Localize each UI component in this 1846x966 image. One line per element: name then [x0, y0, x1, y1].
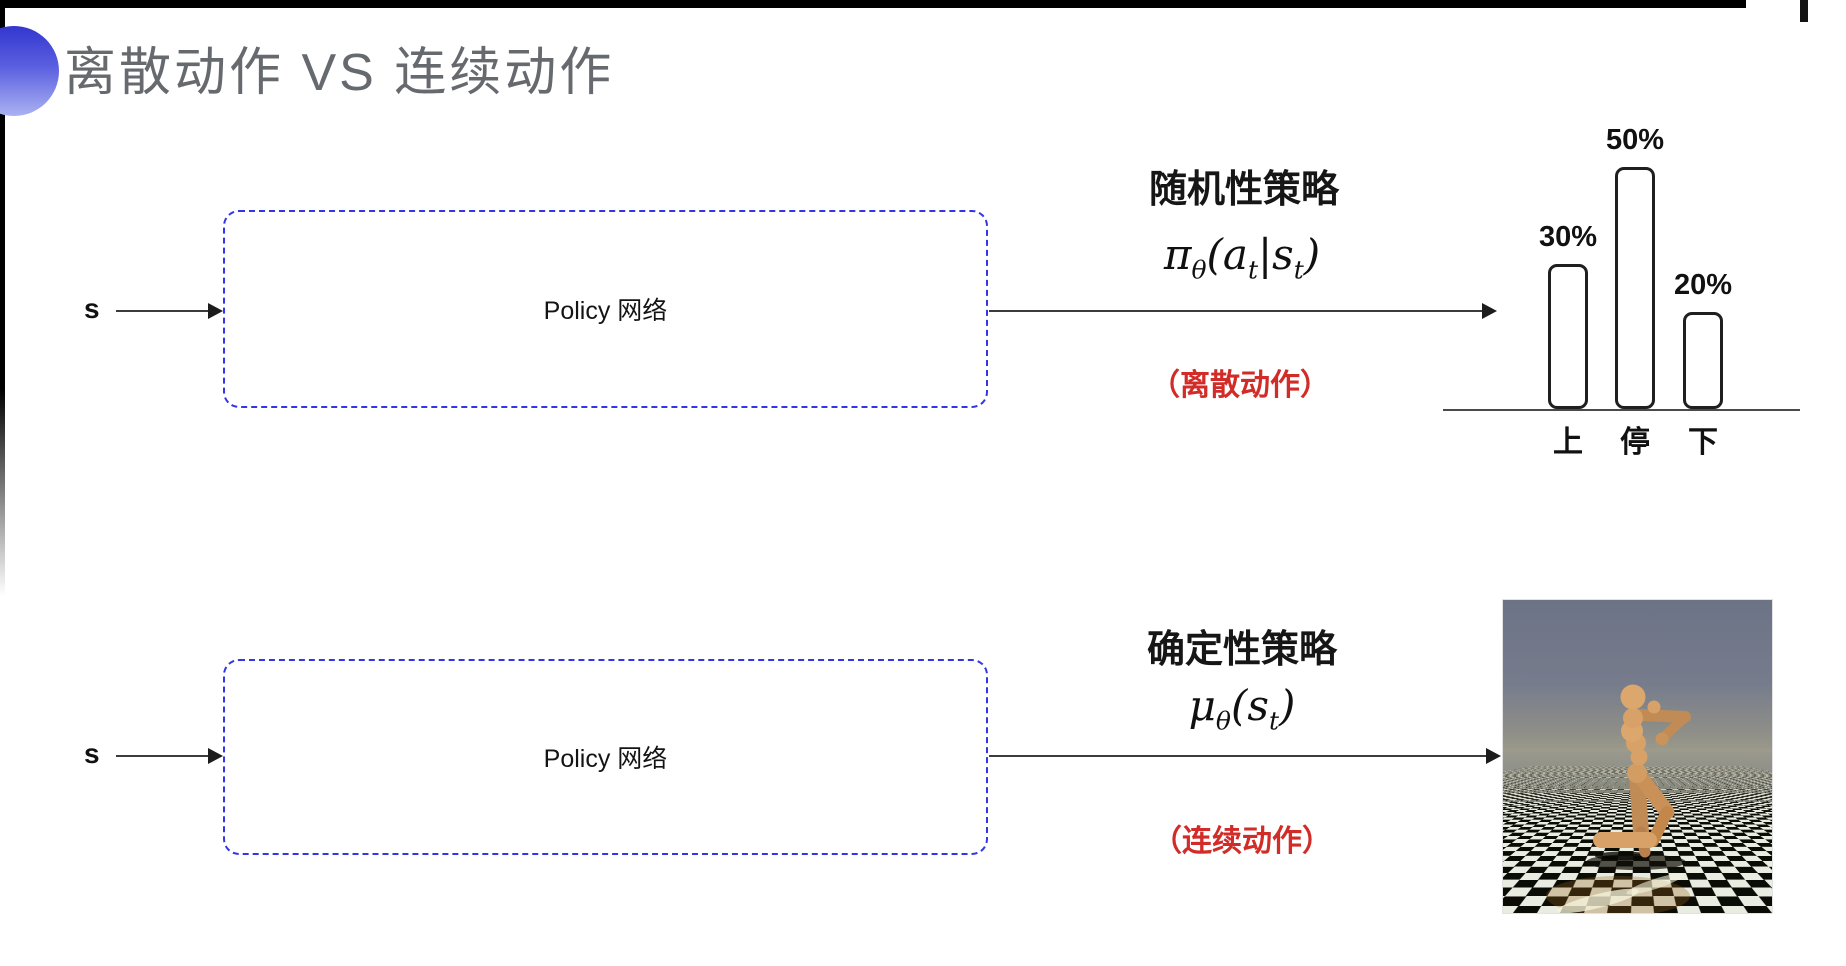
formula-subscript: t [1268, 706, 1279, 736]
title-accent-icon [0, 26, 59, 116]
formula-symbol: μ [1188, 681, 1216, 730]
output-arrow-bottom [989, 748, 1501, 764]
window-frame-left [0, 6, 5, 596]
formula-subscript: t [1293, 255, 1304, 285]
policy-network-box-top: Policy 网络 [223, 210, 988, 408]
bar-stop [1615, 167, 1655, 409]
formula-subscript: θ [1191, 255, 1207, 285]
bar-category-label: 停 [1620, 426, 1650, 459]
input-arrow-top [116, 303, 223, 319]
humanoid-robot-figure [1546, 684, 1691, 913]
formula-symbol: ) [1278, 681, 1296, 730]
formula-symbol: |s [1258, 230, 1294, 279]
formula-subscript: t [1247, 255, 1258, 285]
bar-value-label: 20% [1673, 269, 1733, 301]
policy-network-box-bottom: Policy 网络 [223, 659, 988, 855]
output-arrow-top [989, 303, 1497, 319]
bar-value-label: 30% [1538, 221, 1598, 253]
page-title: 离散动作 VS 连续动作 [64, 44, 615, 102]
policy-network-label-bottom: Policy 网络 [543, 745, 668, 773]
input-arrow-bottom [116, 748, 223, 764]
probability-bar-chart: 30% 50% 20% 上 停 下 [1443, 115, 1803, 459]
state-input-label-bottom: s [84, 738, 100, 769]
bar-category-label: 下 [1688, 426, 1718, 459]
stochastic-policy-formula: πθ(at|st) [1062, 230, 1422, 284]
formula-symbol: π [1163, 230, 1192, 279]
deterministic-policy-formula: μθ(st) [1062, 681, 1422, 735]
deterministic-policy-label: 确定性策略 [1146, 629, 1337, 671]
discrete-action-label: （离散动作） [1150, 369, 1330, 402]
chart-axis-line [1443, 409, 1800, 411]
window-frame-notch [1800, 0, 1808, 22]
policy-network-label-top: Policy 网络 [543, 297, 668, 325]
stochastic-policy-label: 随机性策略 [1148, 169, 1339, 211]
window-frame-top [0, 0, 1746, 8]
continuous-action-label: （连续动作） [1152, 825, 1332, 858]
bar-value-label: 50% [1605, 124, 1665, 156]
formula-symbol: (s [1230, 681, 1269, 730]
humanoid-robot-illustration [1502, 599, 1773, 914]
bar-category-label: 上 [1553, 426, 1583, 459]
bar-up [1548, 264, 1588, 409]
bar-down [1683, 312, 1723, 409]
state-input-label-top: s [84, 293, 100, 324]
formula-subscript: θ [1215, 706, 1231, 736]
formula-symbol: (a [1206, 230, 1248, 279]
formula-symbol: ) [1303, 230, 1321, 279]
